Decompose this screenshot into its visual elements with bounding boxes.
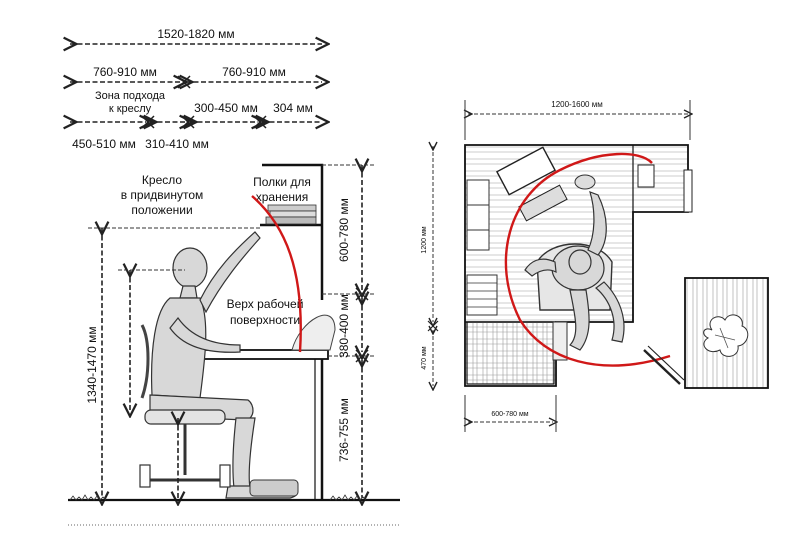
seg-d-label: 304 мм [273, 101, 313, 115]
side-view: 1520-1820 мм 760-910 мм 760-910 мм Зона … [68, 27, 400, 526]
reach-arc-side [251, 195, 302, 353]
shelf-gap-label: 600-780 мм [337, 198, 351, 262]
desk-to-shelf-label: 380-400 мм [337, 294, 351, 358]
chair-label-2: в придвинутом [121, 188, 204, 202]
approach-zone-label-2: к креслу [109, 103, 152, 115]
chair-label-1: Кресло [142, 173, 182, 187]
total-height-label: 1340-1470 мм [85, 326, 99, 403]
shelves-label-2: хранения [256, 190, 308, 204]
seated-figure [149, 231, 299, 499]
shelves-label-1: Полки для [253, 175, 311, 189]
approach-zone-label-1: Зона подхода [95, 90, 166, 102]
worktop-label-1: Верх рабочей [227, 297, 304, 311]
left-zone-label: 760-910 мм [93, 65, 157, 79]
person-top-view [524, 174, 625, 361]
reach-arc-plan [504, 152, 671, 367]
height-dimensions-right [322, 165, 375, 498]
height-dimensions-left [88, 228, 260, 498]
plan-height-lower-label: 470 мм [421, 346, 428, 369]
plan-view: 1200-1600 мм 1200 мм 470 мм 600-780 мм [421, 100, 769, 432]
plan-width-bottom-label: 600-780 мм [491, 411, 528, 418]
plan-height-label: 1200 мм [421, 226, 428, 253]
floor-line [68, 494, 400, 526]
seg-a-label: 450-510 мм [72, 137, 136, 151]
seg-b-label: 310-410 мм [145, 137, 209, 151]
right-zone-label: 760-910 мм [222, 65, 286, 79]
chair-label-3: положении [131, 203, 192, 217]
worktop-label-2: поверхности [230, 313, 300, 327]
total-width-label: 1520-1820 мм [157, 27, 234, 41]
top-dimension-lines [70, 44, 322, 128]
desk-height-label: 736-755 мм [337, 398, 351, 462]
seg-c-label: 300-450 мм [194, 101, 258, 115]
plan-width-top-label: 1200-1600 мм [551, 100, 602, 109]
side-table-plan [643, 277, 769, 389]
